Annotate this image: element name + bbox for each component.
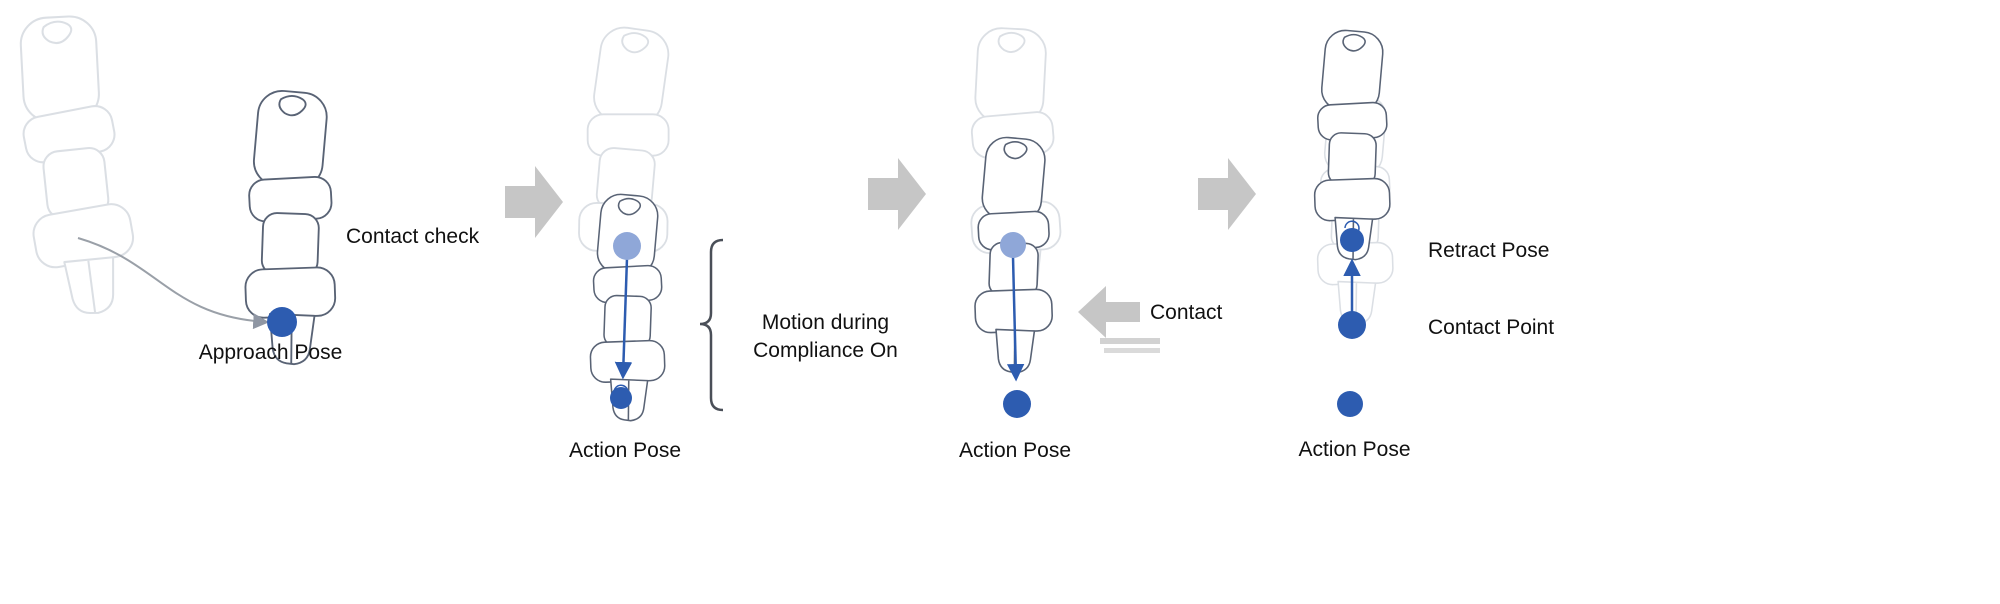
contact-arrow-left-icon [1078,286,1140,338]
contact-check-pose-dot [613,232,641,260]
approach-pose-dot [267,307,297,337]
contact-point-label: Contact Point [1428,316,1555,339]
action-pose-label: Action Pose [1298,438,1411,461]
approach-motion-arrow-icon [77,237,270,330]
contact-point-dot [1338,311,1366,339]
compliance-motion-label-line1: Motion during [761,311,890,334]
approach-pose-label: Approach Pose [198,341,343,364]
contact-label: Contact [1150,301,1223,324]
retract-pose-label: Retract Pose [1428,239,1550,262]
contact-check-label: Contact check [346,225,480,248]
flow-arrow-right-icon [505,166,563,238]
commanded-motion-arrow-icon [1006,256,1025,382]
retract-pose-dot [1340,228,1364,252]
robot-arm-ghost-illustration [1,6,145,322]
flow-arrow-right-icon [868,158,926,230]
robot-arm-illustration [589,191,666,422]
contact-check-pose-dot [1000,232,1026,258]
action-pose-dot [1337,391,1363,417]
action-pose-dot [610,387,632,409]
flow-arrow-right-icon [1198,158,1256,230]
compliance-motion-label-line2: Compliance On [753,339,898,362]
contact-arrow-stripe [1104,348,1160,353]
action-pose-label: Action Pose [958,439,1072,462]
action-pose-label: Action Pose [568,439,682,462]
compliance-motion-arrow-icon [614,257,633,380]
compliance-brace-icon [699,238,724,412]
contact-arrow-stripe [1100,338,1160,344]
gripper-curl-icon [613,384,629,400]
action-pose-dot [1003,390,1031,418]
